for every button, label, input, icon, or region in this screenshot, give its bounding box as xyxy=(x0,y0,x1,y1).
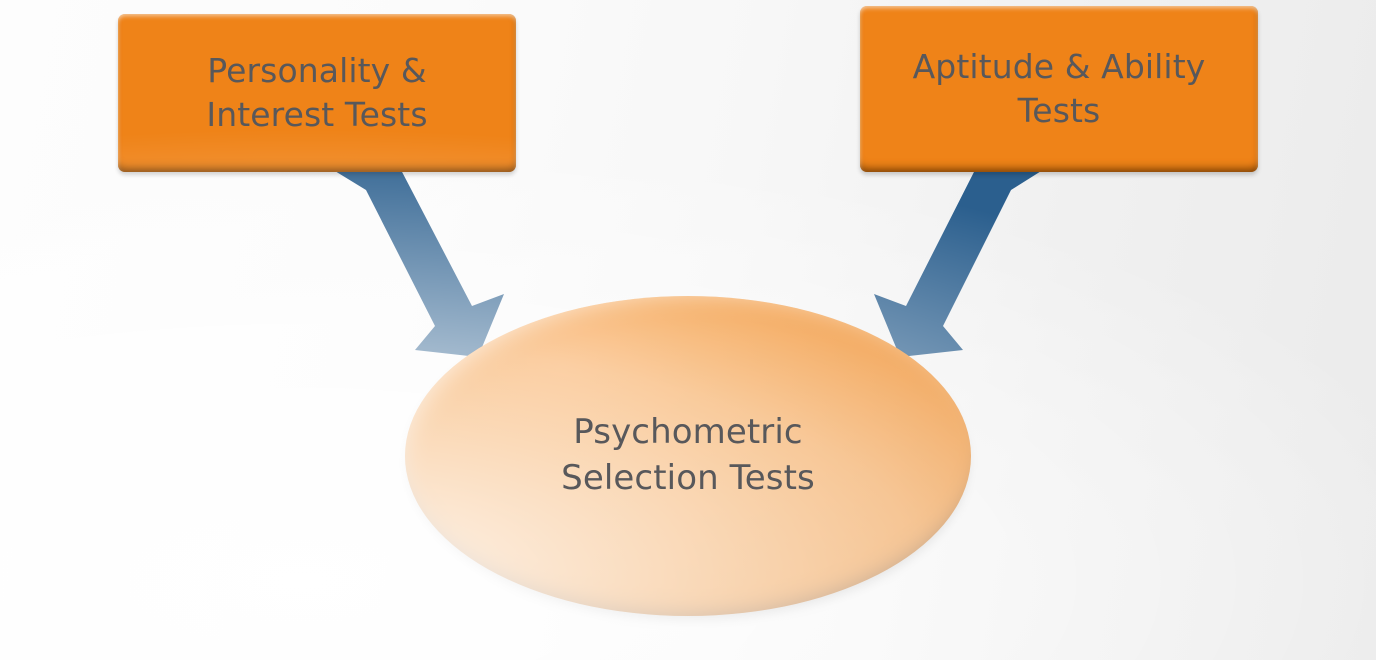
box-personality-label: Personality & Interest Tests xyxy=(206,51,428,134)
arrow-aptitude-to-center xyxy=(874,168,1046,357)
box-aptitude-label: Aptitude & Ability Tests xyxy=(912,47,1206,130)
box-personality-interest-tests[interactable]: Personality & Interest Tests xyxy=(118,14,516,172)
ellipse-psychometric-label: Psychometric Selection Tests xyxy=(561,412,815,498)
box-aptitude-ability-tests[interactable]: Aptitude & Ability Tests xyxy=(860,6,1258,172)
arrow-personality-to-center xyxy=(330,168,504,357)
ellipse-psychometric-selection-tests[interactable]: Psychometric Selection Tests xyxy=(405,296,971,616)
